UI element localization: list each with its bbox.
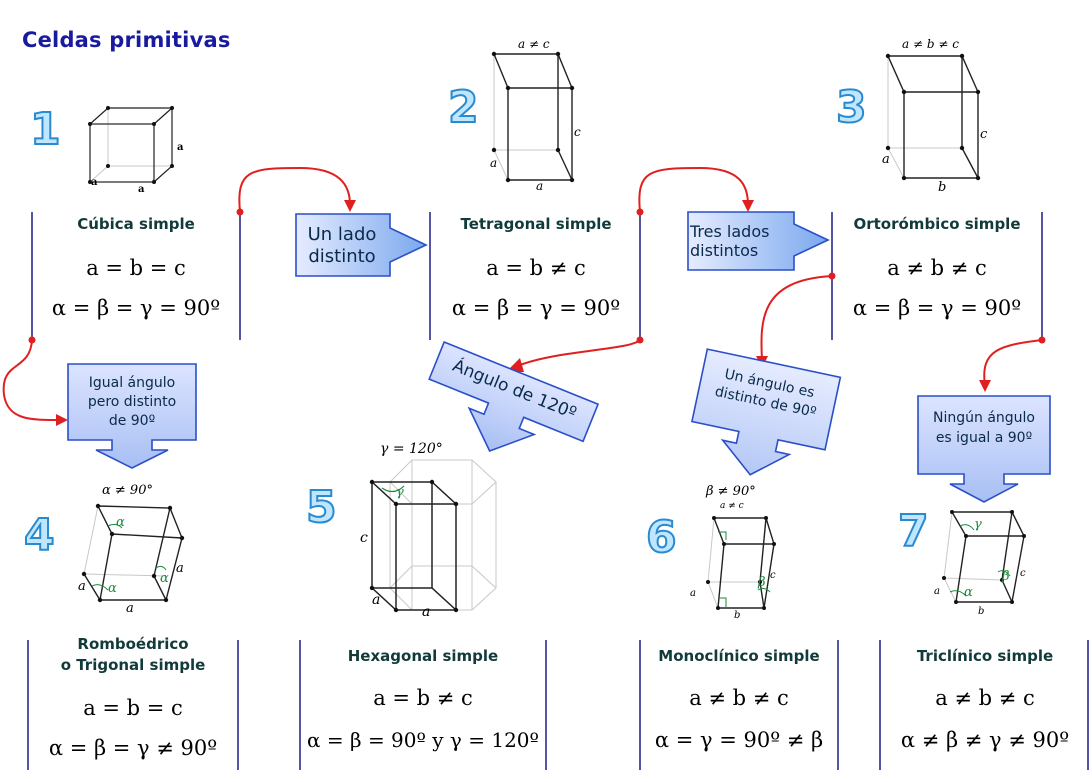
cell5-label-a2: a — [422, 604, 430, 620]
cell-formula-angles-5: α = β = 90º y γ = 120º — [307, 728, 539, 752]
page-title: Celdas primitivas — [22, 28, 231, 52]
cell1-label-a3: a — [138, 184, 145, 195]
arrow-label-tres-lados: Tres lados distintos — [690, 222, 770, 260]
cell6-top-label2: a ≠ c — [720, 501, 744, 511]
cell-number-6: 6 — [645, 512, 678, 563]
cell4-label-a3: a — [176, 561, 184, 576]
cell6-label-c: c — [770, 570, 776, 581]
cell-formula-angles-4: α = β = γ ≠ 90º — [48, 736, 218, 760]
arrow-box-igual-angulo — [67, 363, 197, 469]
cell-number-4: 4 — [23, 510, 56, 561]
cell7-label-a: a — [934, 586, 940, 597]
cell2-label-a2: a — [536, 179, 543, 192]
cell7-label-alpha: α — [964, 585, 973, 600]
cell-formula-lengths-3: a ≠ b ≠ c — [887, 256, 987, 280]
cell6-label-a: a — [690, 588, 696, 599]
cell-formula-angles-7: α ≠ β ≠ γ ≠ 90º — [900, 728, 1070, 752]
cell4-top-label: α ≠ 90° — [102, 483, 153, 498]
arrow-box-un-angulo: Un ángulo es distinto de 90º — [681, 347, 842, 492]
hexagonal-cell-diagram: γ = 120° γ c a a — [360, 441, 497, 620]
cell-name-4: Romboédrico o Trigonal simple — [60, 635, 206, 674]
arrow-box-un-lado — [295, 213, 428, 277]
cell-name-5: Hexagonal simple — [347, 647, 499, 665]
cell-number-2: 2 — [447, 82, 480, 133]
arrow-box-ningun-angulo — [917, 395, 1051, 503]
cell3-label-b: b — [938, 180, 946, 192]
cell6-label-b: b — [734, 610, 740, 620]
cell-formula-angles-3: α = β = γ = 90º — [852, 296, 1022, 320]
arrow-box-angulo-120: Ángulo de 120º — [409, 339, 600, 486]
arrow-label-ningun-angulo: Ningún ángulo es igual a 90º — [933, 410, 1035, 446]
arrow-label-un-lado: Un lado distinto — [307, 224, 377, 267]
cell-number-3: 3 — [835, 82, 868, 133]
cell-formula-lengths-1: a = b = c — [86, 256, 186, 280]
cell2-label-a1: a — [490, 156, 497, 170]
cell4-label-a1: a — [78, 579, 86, 594]
cell-formula-angles-2: α = β = γ = 90º — [451, 296, 621, 320]
cell7-label-b: b — [978, 606, 984, 617]
cubic-cell-diagram: a a a — [88, 106, 184, 195]
cell7-label-c: c — [1020, 568, 1026, 579]
cell-formula-lengths-5: a = b ≠ c — [373, 686, 473, 710]
cell-formula-lengths-7: a ≠ b ≠ c — [935, 686, 1035, 710]
cell-number-5: 5 — [305, 482, 338, 533]
cell-name-6: Monoclínico simple — [658, 647, 820, 665]
arrow-box-tres-lados — [687, 211, 830, 271]
cell3-label-a: a — [882, 152, 890, 167]
cell-formula-lengths-4: a = b = c — [83, 696, 183, 720]
cell4-label-alpha3: α — [160, 571, 169, 586]
cell6-label-beta: β — [757, 575, 766, 590]
cell6-top-label: β ≠ 90° — [705, 484, 756, 499]
triclinic-cell-diagram: γ α β a b c — [934, 510, 1026, 617]
cell5-label-gamma: γ — [396, 485, 404, 500]
cell7-label-gamma: γ — [974, 517, 982, 532]
cell1-label-a2: a — [91, 177, 98, 188]
cell2-label-c: c — [574, 125, 581, 139]
arrow-label-igual-angulo: Igual ángulo pero distinto de 90º — [87, 375, 177, 429]
monoclinic-cell-diagram: β ≠ 90° a ≠ c a b c β — [690, 484, 776, 620]
cell3-top-label: a ≠ b ≠ c — [902, 37, 959, 51]
cell4-label-a2: a — [126, 601, 134, 616]
cell4-label-alpha1: α — [116, 515, 125, 530]
cell-number-7: 7 — [897, 506, 930, 557]
cell-formula-lengths-6: a ≠ b ≠ c — [689, 686, 789, 710]
cell1-label-a1: a — [177, 142, 184, 153]
rhombohedral-cell-diagram: α ≠ 90° a a a α α α — [78, 483, 185, 616]
cell-formula-lengths-2: a = b ≠ c — [486, 256, 586, 280]
cell-name-2: Tetragonal simple — [460, 215, 612, 233]
cell-name-3: Ortorómbico simple — [853, 215, 1021, 233]
tetragonal-cell-diagram: a ≠ c a a c — [490, 37, 581, 192]
cell4-label-alpha2: α — [108, 581, 117, 596]
cell5-top-label: γ = 120° — [380, 441, 443, 457]
cell5-label-c: c — [360, 530, 368, 546]
cell3-label-c: c — [980, 127, 988, 142]
cell2-top-label: a ≠ c — [518, 37, 550, 51]
cell5-label-a1: a — [372, 592, 380, 608]
cell-name-1: Cúbica simple — [77, 215, 195, 233]
cell-name-7: Triclínico simple — [916, 647, 1054, 665]
orthorhombic-cell-diagram: a ≠ b ≠ c a b c — [882, 37, 988, 192]
cell7-label-beta: β — [1001, 569, 1010, 584]
cell-formula-angles-1: α = β = γ = 90º — [51, 296, 221, 320]
cell-formula-angles-6: α = γ = 90º ≠ β — [654, 728, 824, 752]
cell-number-1: 1 — [29, 104, 62, 155]
